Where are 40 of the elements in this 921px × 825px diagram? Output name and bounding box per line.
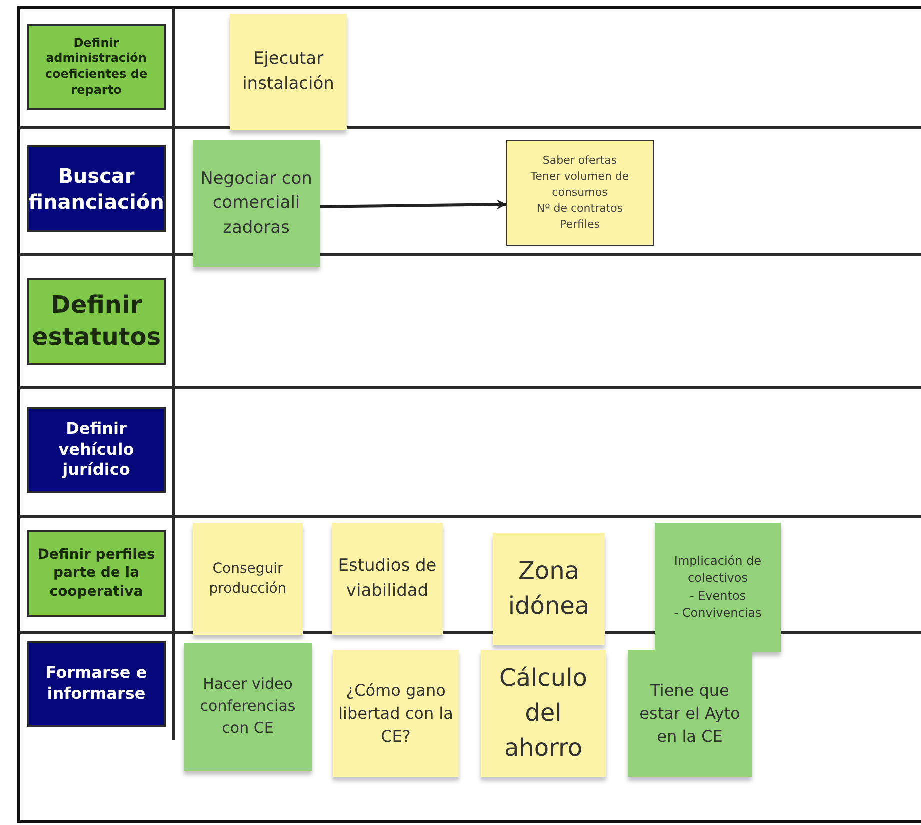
sticky-note xyxy=(184,643,312,771)
note-text: Tiene que estar el Ayto en la CE xyxy=(638,680,742,748)
lane-title: Formarse e informarse xyxy=(44,663,148,705)
lane-header xyxy=(27,407,166,493)
sticky-note xyxy=(230,14,347,130)
lane-title: Definir vehículo jurídico xyxy=(58,418,136,482)
note-box xyxy=(506,140,654,246)
note-text: Saber ofertas xyxy=(542,153,618,170)
note-text: Tener volumen de consumos xyxy=(530,169,630,201)
sticky-note xyxy=(193,140,320,267)
lane-header xyxy=(27,145,166,232)
note-text: ¿Cómo gano libertad con la CE? xyxy=(338,680,454,748)
sticky-note xyxy=(493,533,605,645)
sticky-note xyxy=(332,523,443,635)
lane-header xyxy=(27,24,166,110)
lane-title: Definir perfiles parte de la cooperativa xyxy=(36,546,156,601)
arrow xyxy=(320,200,507,210)
note-text: Implicación de colectivos xyxy=(673,552,763,588)
note-text: Zona idónea xyxy=(507,556,591,622)
lane-header xyxy=(27,641,166,727)
lane-title: Definir estatutos xyxy=(32,290,162,352)
lane-header xyxy=(27,278,166,365)
note-text: Perfiles xyxy=(560,216,600,233)
note-text: Conseguir producción xyxy=(208,560,288,599)
lane-title: Buscar financiación xyxy=(28,162,164,214)
sticky-note xyxy=(628,650,752,777)
note-text: Negociar con comerciali zadoras xyxy=(200,168,314,240)
sticky-note xyxy=(193,523,303,635)
note-text: - Convivencias xyxy=(674,604,762,622)
sticky-note xyxy=(655,523,781,652)
lane-header xyxy=(27,530,166,617)
note-text: Estudios de viabilidad xyxy=(337,555,438,603)
note-text: Cálculo del ahorro xyxy=(498,663,588,764)
note-text: Nº de contratos xyxy=(536,200,624,217)
note-text: Ejecutar instalación xyxy=(242,48,336,96)
lane-title: Definir administración coeficientes de reparto xyxy=(44,36,149,98)
sticky-note xyxy=(333,650,459,777)
note-text: Hacer video conferencias con CE xyxy=(199,674,297,739)
note-text: - Eventos xyxy=(690,588,746,604)
sticky-note xyxy=(481,650,606,777)
